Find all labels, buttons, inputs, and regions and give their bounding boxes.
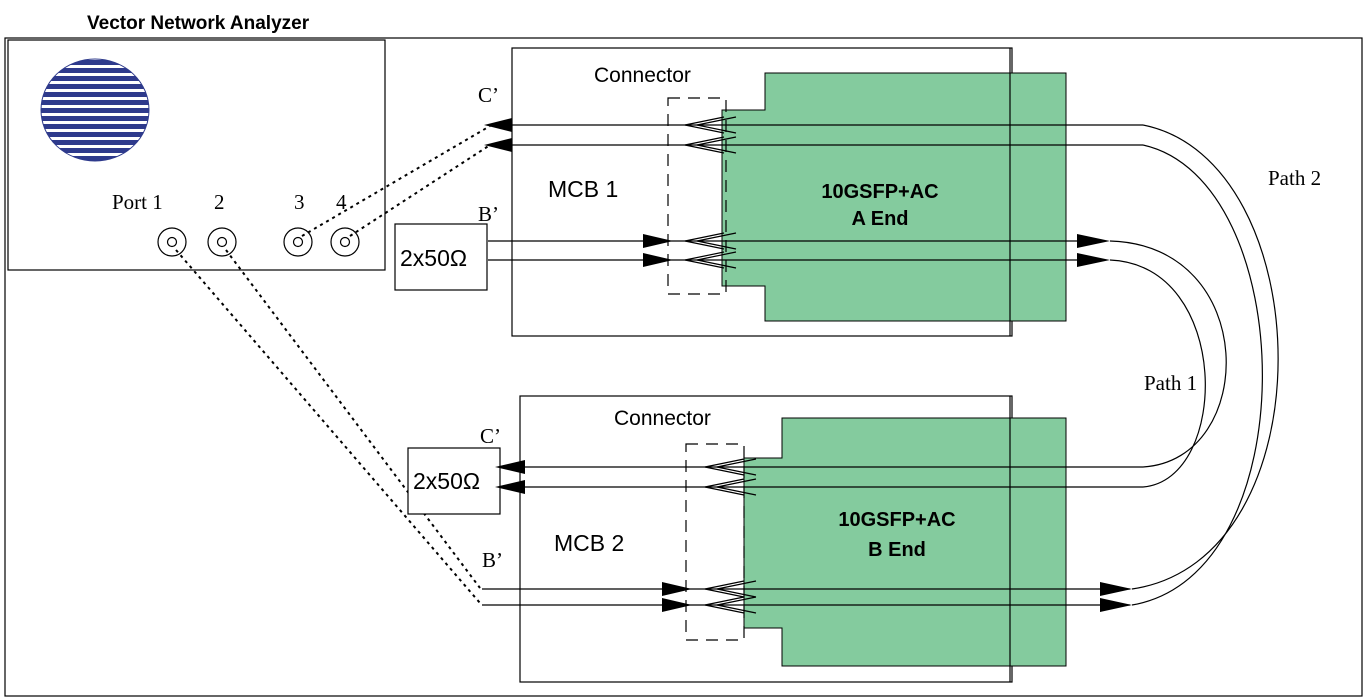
port4-label: 4 xyxy=(336,190,347,214)
mcb2-module-line1: 10GSFP+AC xyxy=(838,509,955,531)
screen-stripe xyxy=(41,116,149,121)
screen-stripe xyxy=(41,84,149,89)
mcb1-module-line2: A End xyxy=(851,208,908,230)
path1-label: Path 1 xyxy=(1144,371,1197,395)
port4-connector[interactable] xyxy=(330,227,360,257)
screen-stripe xyxy=(41,156,149,161)
mcb2-connector-outline xyxy=(685,443,745,641)
mcb1-b-prime-label: B’ xyxy=(478,202,499,226)
screen-stripe xyxy=(41,124,149,129)
mcb2-b-prime-label: B’ xyxy=(482,548,503,572)
port1-label: Port 1 xyxy=(112,190,163,214)
mcb1-board-label: MCB 1 xyxy=(548,176,618,202)
screen-stripe xyxy=(41,100,149,105)
vna-instrument: Vector Network Analyzer Port 1 2 3 4 xyxy=(7,13,386,271)
mcb2-termination-box xyxy=(407,447,501,515)
mcb1-board: Connector MCB 1 C’ B’ 2x50Ω 10GSFP+AC A … xyxy=(394,47,1143,337)
mcb2-board: Connector MCB 2 C’ B’ 2x50Ω 10GSFP+AC B … xyxy=(407,395,1143,683)
vna-screen-icon xyxy=(41,59,149,161)
screen-stripe xyxy=(41,60,149,65)
mcb2-module-line2: B End xyxy=(868,539,926,561)
port2-connector[interactable] xyxy=(207,227,237,257)
vna-test-cables xyxy=(175,125,491,604)
port3-connector[interactable] xyxy=(283,227,313,257)
vna-title: Vector Network Analyzer xyxy=(87,13,310,34)
mcb2-board-label: MCB 2 xyxy=(554,530,624,556)
port2-label: 2 xyxy=(214,190,225,214)
path1-cables xyxy=(1109,240,1227,488)
path2-cables xyxy=(1131,124,1279,606)
mcb2-connector-label: Connector xyxy=(614,407,711,430)
mcb1-module xyxy=(721,72,1067,322)
mcb1-termination-box xyxy=(394,223,488,291)
path2-label: Path 2 xyxy=(1268,166,1321,190)
mcb1-c-prime-label: C’ xyxy=(478,83,499,107)
mcb2-module xyxy=(743,417,1067,667)
screen-stripe xyxy=(41,108,149,113)
screen-stripe xyxy=(41,68,149,73)
screen-stripe xyxy=(41,140,149,145)
port3-label: 3 xyxy=(294,190,305,214)
mcb2-termination-label: 2x50Ω xyxy=(413,468,480,494)
screen-stripe xyxy=(41,76,149,81)
mcb1-module-line1: 10GSFP+AC xyxy=(821,181,938,203)
screen-stripe xyxy=(41,148,149,153)
port1-connector[interactable] xyxy=(157,227,187,257)
diagram-frame xyxy=(4,37,1363,697)
screen-stripe xyxy=(41,92,149,97)
mcb1-connector-outline xyxy=(667,97,727,295)
mcb2-c-prime-label: C’ xyxy=(480,424,501,448)
mcb1-termination-label: 2x50Ω xyxy=(400,245,467,271)
screen-stripe xyxy=(41,132,149,137)
mcb1-connector-label: Connector xyxy=(594,64,691,87)
